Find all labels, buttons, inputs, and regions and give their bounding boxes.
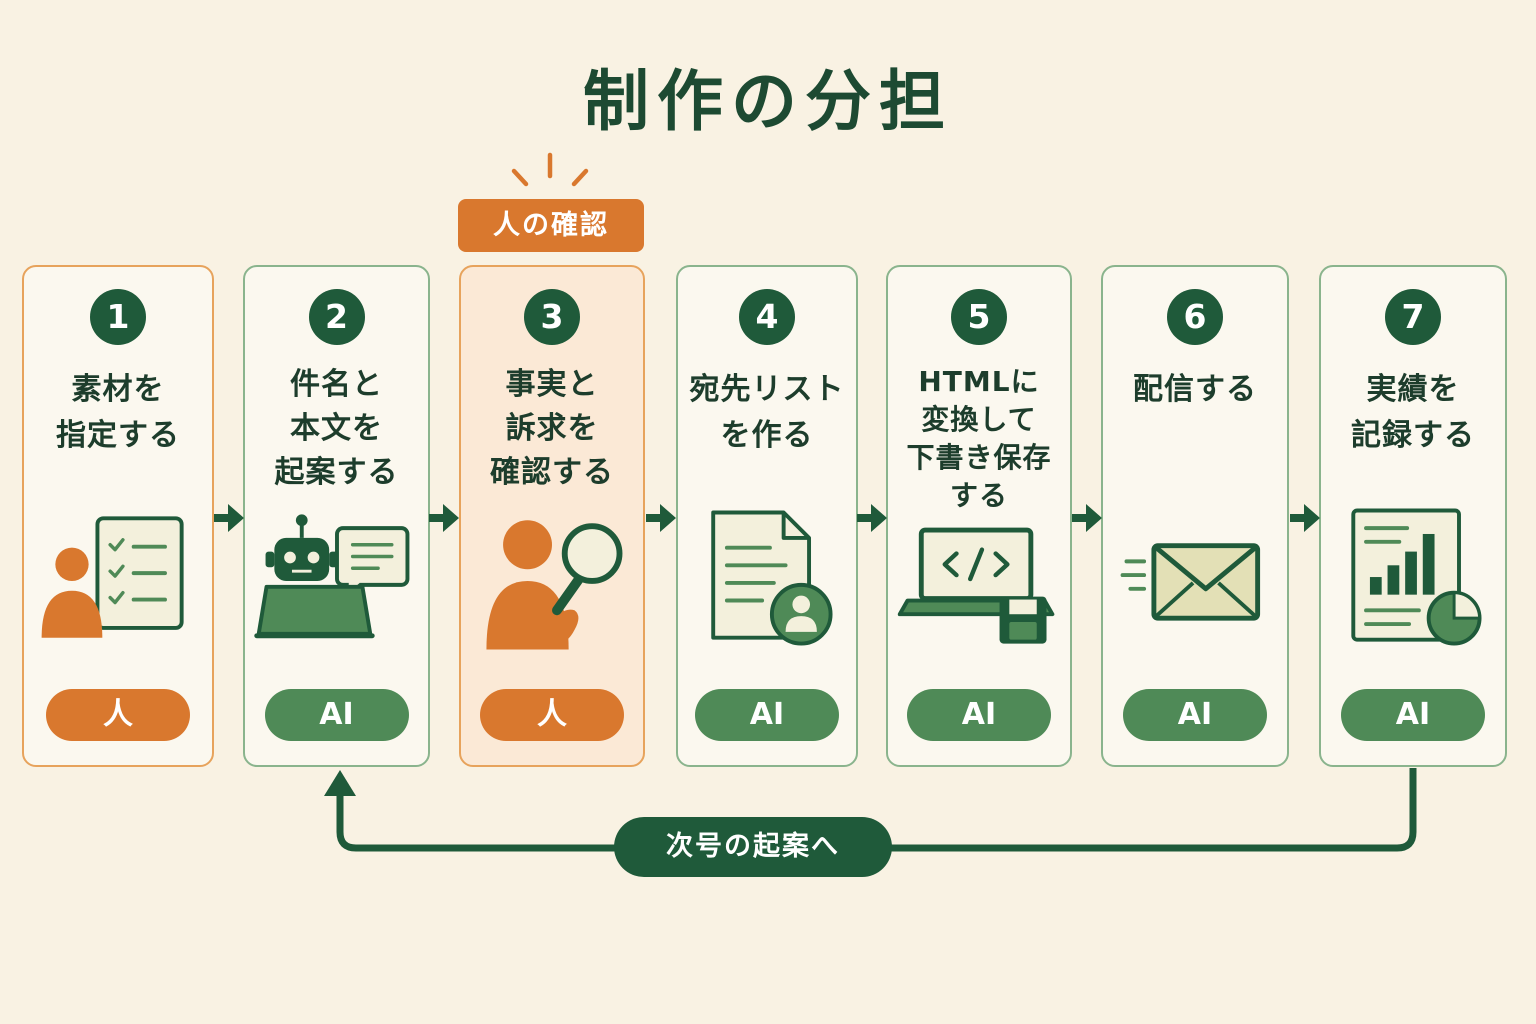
- step-number: 6: [1167, 289, 1223, 345]
- flow-arrow-icon: [646, 504, 676, 532]
- step-card-4: 4 宛先リスト を作る AI: [676, 265, 858, 767]
- step-number: 2: [308, 289, 365, 345]
- report-chart-icon: [1351, 508, 1482, 646]
- step-card-3: 3 事実と 訴求を 確認する 人: [459, 265, 645, 767]
- page-title: 制作の分担: [583, 63, 953, 140]
- step-number: 1: [90, 289, 146, 345]
- step-label: 実績を 記録する: [1351, 372, 1475, 453]
- flow-arrow-icon: [1290, 504, 1320, 532]
- step-number: 4: [739, 289, 795, 345]
- step-label: 配信する: [1133, 372, 1257, 407]
- step-number: 5: [951, 289, 1007, 345]
- review-tag: 人の確認: [458, 199, 644, 252]
- actor-badge: 人: [46, 689, 190, 741]
- step-card-5: 5 HTMLに 変換して 下書き保存 する AI: [886, 265, 1072, 767]
- step-label: 事実と 訴求を 確認する: [490, 367, 614, 490]
- attention-rays-icon: [511, 152, 589, 187]
- step-card-6: 6 配信する AI: [1101, 265, 1289, 767]
- flow-arrow-icon: [429, 504, 459, 532]
- step-card-2: 2 件名と 本文を 起案する AI: [243, 265, 430, 767]
- flow-arrow-icon: [1072, 504, 1102, 532]
- person-checklist-icon: [41, 516, 184, 638]
- actor-badge: AI: [907, 689, 1051, 741]
- step-card-1: 1 素材を 指定する 人: [22, 265, 214, 767]
- actor-badge: AI: [264, 689, 409, 741]
- next-issue-label: 次号の起案へ: [614, 817, 892, 877]
- step-number: 7: [1385, 289, 1441, 345]
- robot-chat-icon: [254, 514, 410, 639]
- laptop-code-save-icon: [897, 527, 1055, 644]
- actor-badge: 人: [480, 689, 624, 741]
- document-contact-icon: [711, 510, 833, 646]
- step-number: 3: [524, 289, 580, 345]
- actor-badge: AI: [695, 689, 839, 741]
- step-label: HTMLに 変換して 下書き保存 する: [906, 365, 1052, 512]
- flow-arrow-icon: [214, 504, 244, 532]
- step-label: 素材を 指定する: [56, 372, 180, 453]
- person-magnifier-icon: [486, 520, 623, 650]
- step-label: 件名と 本文を 起案する: [274, 367, 399, 490]
- envelope-send-icon: [1120, 543, 1261, 621]
- flow-arrow-icon: [857, 504, 887, 532]
- actor-badge: AI: [1341, 689, 1485, 741]
- step-card-7: 7 実績を 記録する AI: [1319, 265, 1507, 767]
- step-label: 宛先リスト を作る: [689, 372, 845, 453]
- actor-badge: AI: [1123, 689, 1267, 741]
